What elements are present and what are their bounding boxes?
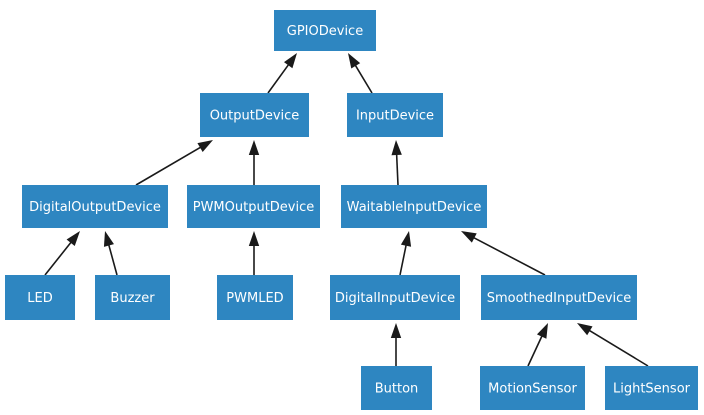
class-node-inputdevice[interactable]: InputDevice [347, 93, 443, 137]
edges-layer [44, 53, 649, 367]
edge-smoothedinputdevice-to-waitableinputdevice [461, 231, 546, 276]
class-node-label: LED [27, 291, 52, 306]
edge-pwmled-to-pwmoutputdevice [248, 231, 260, 275]
class-node-label: LightSensor [613, 382, 691, 397]
edge-pwmoutputdevice-to-outputdevice [248, 140, 260, 185]
class-node-box[interactable] [274, 10, 376, 51]
edge-line [527, 333, 544, 367]
arrowhead-icon [390, 323, 402, 338]
edge-line [399, 242, 408, 276]
edge-lightsensor-to-smoothedinputdevice [577, 323, 649, 367]
class-node-pwmoutputdevice[interactable]: PWMOutputDevice [187, 185, 320, 228]
edge-line [471, 235, 546, 276]
edge-line [107, 242, 118, 276]
class-node-label: SmoothedInputDevice [487, 291, 632, 306]
class-node-lightsensor[interactable]: LightSensor [605, 366, 698, 410]
class-node-digitalinputdevice[interactable]: DigitalInputDevice [330, 275, 460, 320]
edge-inputdevice-to-gpiodevice [348, 53, 373, 94]
class-node-label: PWMLED [226, 291, 283, 306]
arrowhead-icon [66, 231, 80, 246]
class-node-smoothedinputdevice[interactable]: SmoothedInputDevice [481, 275, 637, 320]
arrowhead-icon [577, 323, 593, 336]
class-node-waitableinputdevice[interactable]: WaitableInputDevice [341, 185, 487, 228]
arrowhead-icon [197, 140, 213, 153]
class-node-label: Buzzer [110, 291, 155, 306]
class-node-label: Button [375, 382, 419, 397]
class-node-box[interactable] [5, 275, 75, 320]
arrowhead-icon [536, 323, 548, 339]
class-node-pwmled[interactable]: PWMLED [217, 275, 293, 320]
class-node-box[interactable] [217, 275, 293, 320]
edge-button-to-digitalinputdevice [390, 323, 402, 366]
class-node-label: GPIODevice [287, 24, 363, 39]
edge-line [135, 145, 204, 186]
class-node-box[interactable] [187, 185, 320, 228]
class-node-box[interactable] [481, 275, 637, 320]
class-node-buzzer[interactable]: Buzzer [95, 275, 170, 320]
edge-digitalinputdevice-to-waitableinputdevice [399, 231, 412, 276]
class-node-box[interactable] [605, 366, 698, 410]
edge-line [586, 328, 649, 367]
class-node-button[interactable]: Button [361, 366, 432, 410]
class-node-label: InputDevice [356, 109, 434, 124]
arrowhead-icon [103, 231, 114, 247]
arrowhead-icon [461, 231, 477, 243]
edge-buzzer-to-digitaloutputdevice [103, 231, 118, 276]
class-node-digitaloutputdevice[interactable]: DigitalOutputDevice [22, 185, 168, 228]
class-node-label: OutputDevice [210, 109, 300, 124]
edge-outputdevice-to-gpiodevice [267, 53, 297, 94]
class-node-label: DigitalOutputDevice [29, 200, 161, 215]
class-node-box[interactable] [330, 275, 460, 320]
class-node-label: DigitalInputDevice [335, 291, 455, 306]
class-node-gpiodevice[interactable]: GPIODevice [274, 10, 376, 51]
class-node-box[interactable] [200, 93, 309, 137]
edge-motionsensor-to-smoothedinputdevice [527, 323, 548, 367]
arrowhead-icon [391, 140, 402, 156]
arrowhead-icon [348, 53, 361, 69]
class-node-box[interactable] [22, 185, 168, 228]
edge-waitableinputdevice-to-inputdevice [391, 140, 402, 186]
edge-line [395, 151, 399, 186]
class-node-label: WaitableInputDevice [347, 200, 482, 215]
class-node-label: PWMOutputDevice [193, 200, 315, 215]
class-node-outputdevice[interactable]: OutputDevice [200, 93, 309, 137]
class-node-box[interactable] [480, 366, 585, 410]
class-node-box[interactable] [361, 366, 432, 410]
class-node-motionsensor[interactable]: MotionSensor [480, 366, 585, 410]
edge-line [44, 239, 74, 276]
edge-line [353, 62, 373, 94]
class-node-box[interactable] [347, 93, 443, 137]
arrowhead-icon [400, 231, 412, 247]
class-node-label: MotionSensor [488, 382, 577, 397]
edge-led-to-digitaloutputdevice [44, 231, 80, 276]
class-node-led[interactable]: LED [5, 275, 75, 320]
arrowhead-icon [248, 231, 260, 246]
edge-digitaloutputdevice-to-outputdevice [135, 140, 213, 186]
edge-line [267, 62, 291, 94]
arrowhead-icon [283, 53, 297, 69]
class-node-box[interactable] [95, 275, 170, 320]
arrowhead-icon [248, 140, 260, 155]
class-node-box[interactable] [341, 185, 487, 228]
